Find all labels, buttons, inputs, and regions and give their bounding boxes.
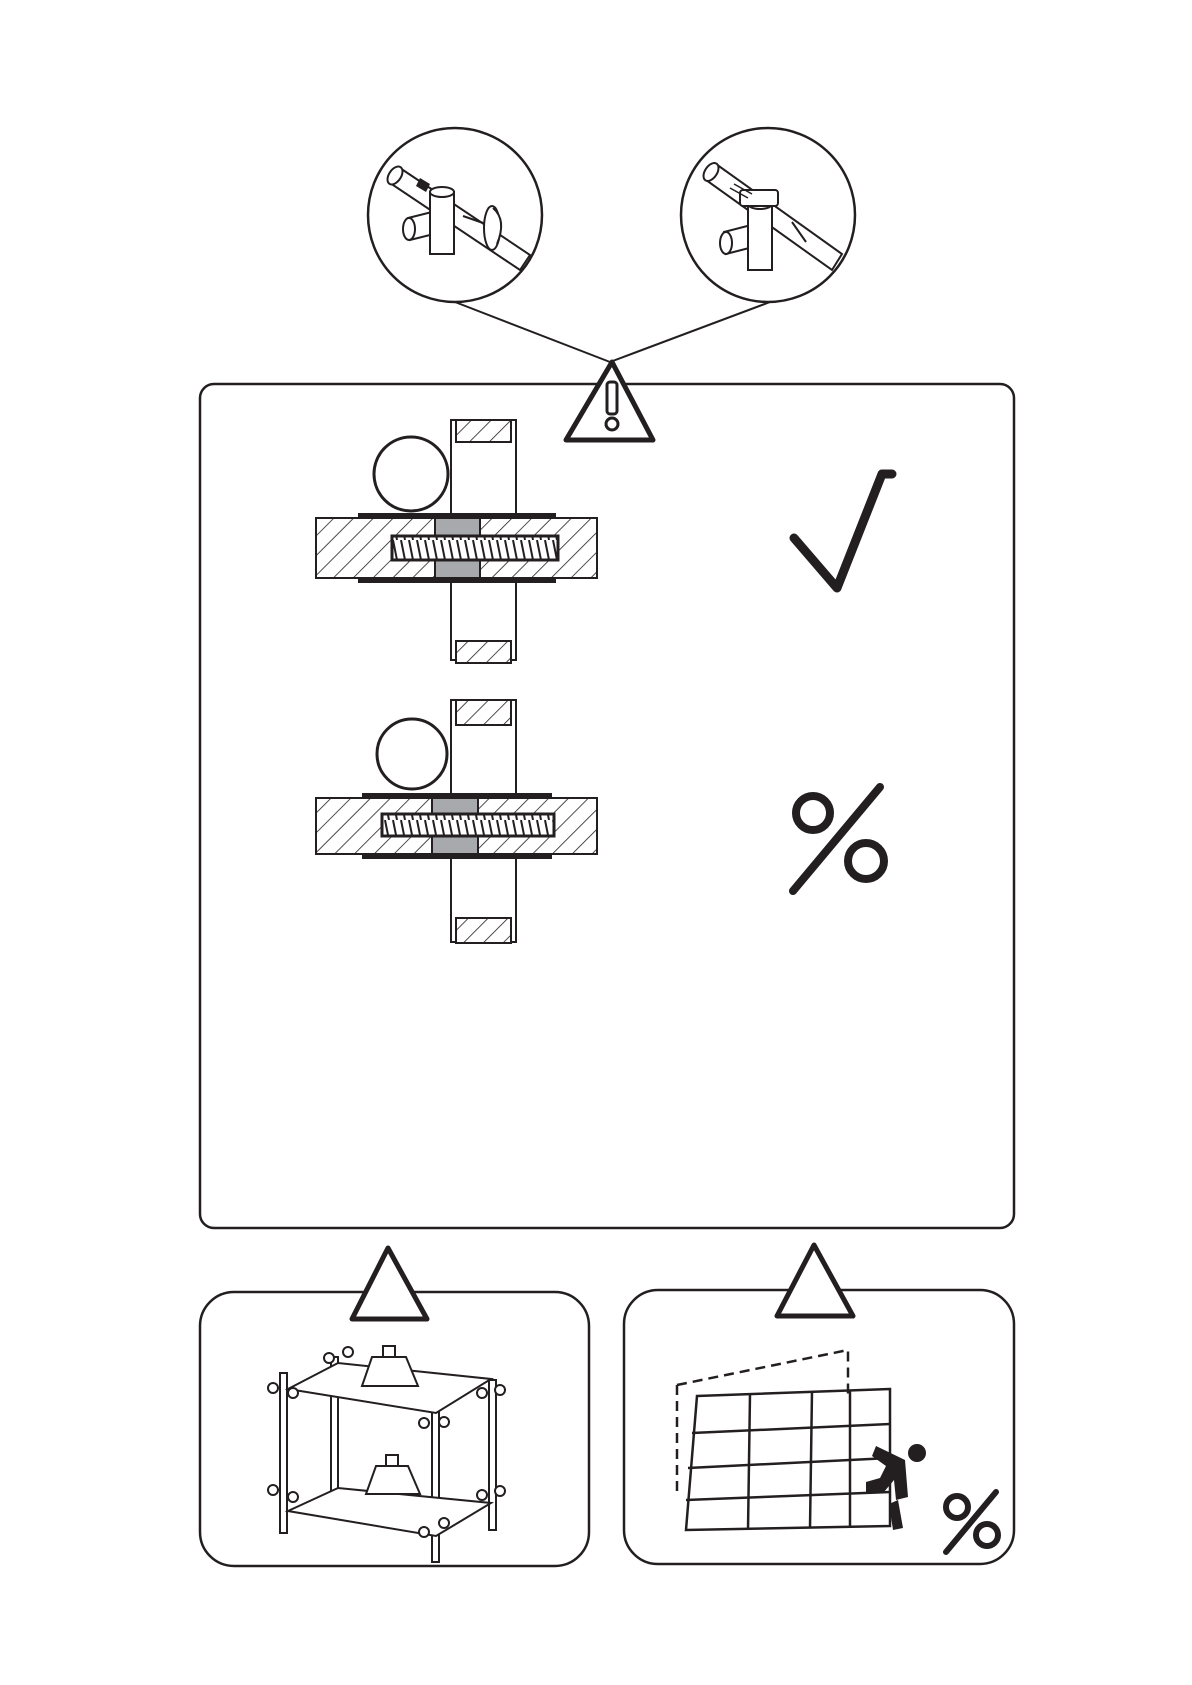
detail-circle-assembled — [681, 128, 855, 302]
warning-triangle-icon — [777, 1245, 853, 1316]
detail-callout-lines — [455, 302, 770, 362]
detail-circle-tightening — [368, 128, 542, 302]
warning-triangle-icon — [352, 1248, 427, 1319]
